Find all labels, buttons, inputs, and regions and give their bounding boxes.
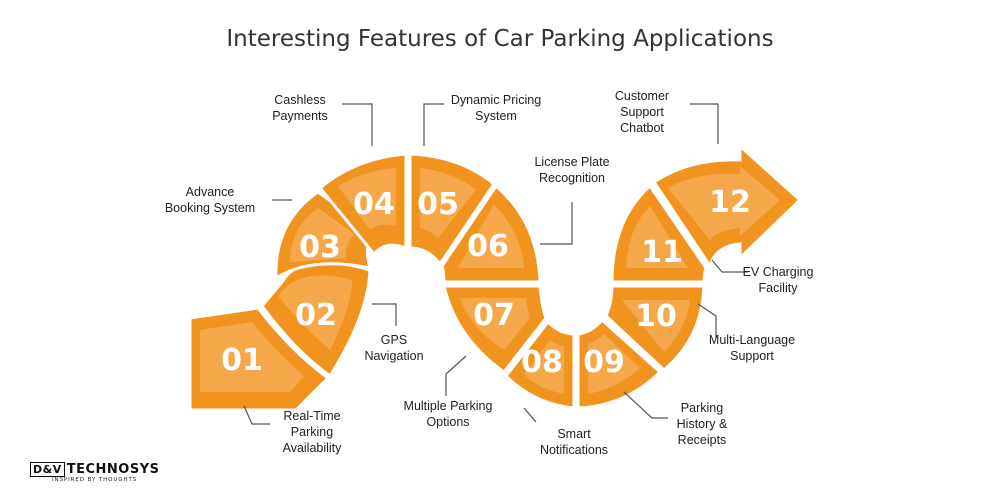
segment-number: 02: [295, 298, 337, 333]
segment-03: 03: [274, 190, 374, 281]
segment-number: 12: [709, 185, 751, 220]
segment-04: 04: [317, 152, 408, 257]
segment-07: 07: [442, 284, 548, 375]
logo-badge: D&V: [30, 462, 65, 477]
segment-number: 04: [353, 187, 395, 222]
segment-number: 08: [521, 345, 563, 380]
segment-05: 05: [408, 152, 497, 267]
segment-number: 05: [417, 187, 459, 222]
leader-lines: [243, 103, 748, 425]
segment-12: 12: [651, 142, 803, 270]
segment-10: 10: [604, 284, 706, 373]
segment-09: 09: [576, 317, 663, 410]
logo-brand: TECHNOSYS: [66, 462, 160, 477]
logo-tagline: INSPIRED BY THOUGHTS: [52, 477, 138, 483]
segment-number: 01: [221, 343, 263, 378]
segment-number: 11: [641, 235, 683, 270]
segment-06: 06: [440, 183, 542, 284]
segment-number: 06: [467, 229, 509, 264]
segment-number: 07: [473, 298, 515, 333]
segment-number: 03: [299, 230, 341, 265]
segment-number: 09: [583, 345, 625, 380]
segment-11: 11: [610, 183, 708, 284]
segment-01: 01: [188, 306, 331, 412]
segment-08: 08: [504, 319, 576, 410]
page-title: Interesting Features of Car Parking Appl…: [226, 26, 774, 52]
segment-number: 10: [635, 299, 677, 334]
